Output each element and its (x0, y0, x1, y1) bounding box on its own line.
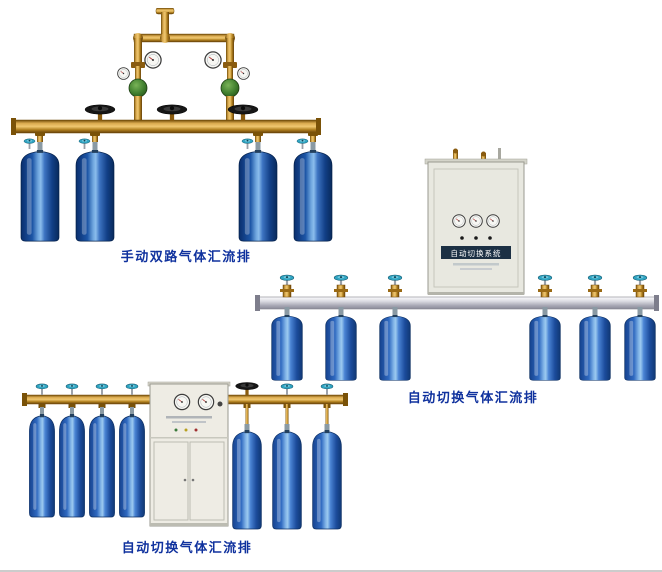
manifold-bar (255, 295, 659, 311)
cylinder-station (75, 132, 115, 242)
caption-auto-switch-manifold-cabinet: 自动切换气体汇流排 (407, 390, 539, 405)
gas-cylinder (28, 414, 56, 518)
cabinet-name-plate (441, 246, 511, 259)
cylinder-valve-handwheel (280, 383, 294, 395)
cylinder-station (272, 383, 302, 530)
pressure-regulator-left (117, 51, 162, 122)
gas-cylinder (20, 150, 60, 242)
cabinet-label: 自动切换系统 (451, 248, 502, 258)
cylinder-station (28, 383, 56, 518)
cabinet-door (153, 441, 189, 521)
figure-auto-switch-manifold (22, 381, 348, 530)
cabinet-door (189, 441, 225, 521)
pressure-gauge (452, 214, 466, 228)
cylinder-valve-handwheel (78, 138, 91, 149)
cabinet-body (149, 383, 229, 527)
manifold-bar (11, 118, 321, 135)
cylinder-valve-handwheel (35, 383, 49, 395)
cylinder-valve-handwheel (65, 383, 79, 395)
caption-auto-switch-manifold: 自动切换气体汇流排 (121, 540, 253, 555)
cylinder-station (88, 383, 116, 518)
cylinder-station (20, 132, 60, 242)
pressure-gauge (469, 214, 483, 228)
pressure-gauge (173, 393, 191, 411)
gas-cylinder (529, 315, 561, 381)
gas-cylinder (272, 430, 302, 530)
pressure-gauge (486, 214, 500, 228)
gas-cylinder (232, 430, 262, 530)
gas-cylinder (118, 414, 146, 518)
cylinder-station (232, 382, 262, 530)
cylinder-station (325, 274, 357, 381)
pressure-gauge (237, 67, 250, 80)
valve-handwheel (235, 382, 259, 395)
cylinder-valve-handwheel (320, 383, 334, 395)
cabinet-body (427, 161, 525, 295)
gas-cylinder (579, 315, 611, 381)
cylinder-valve-handwheel (95, 383, 109, 395)
cylinder-station (312, 383, 342, 530)
cylinder-valve-handwheel (23, 138, 36, 149)
pressure-gauge (117, 67, 130, 80)
control-cabinet (147, 381, 231, 527)
cylinder-station (624, 274, 656, 381)
gas-cylinder (271, 315, 303, 381)
cylinder-station (579, 274, 611, 381)
pressure-gauge (197, 393, 215, 411)
control-cabinet: 自动切换系统 (424, 148, 528, 295)
caption-manual-dual-manifold: 手动双路气体汇流排 (120, 249, 252, 264)
cylinder-station (118, 383, 146, 518)
cylinder-station (238, 132, 278, 242)
cylinder-valve-handwheel (125, 383, 139, 395)
gas-cylinder (379, 315, 411, 381)
cylinder-station (293, 132, 333, 242)
regulator-body (128, 78, 148, 98)
pressure-gauge (204, 51, 222, 69)
gas-cylinder (624, 315, 656, 381)
cylinder-valve-handwheel (241, 138, 254, 149)
cylinder-station (529, 274, 561, 381)
gas-cylinder (312, 430, 342, 530)
cylinder-station (58, 383, 86, 518)
valve-handwheel (84, 104, 116, 121)
figure-manual-dual-manifold (11, 8, 333, 242)
gas-cylinder (88, 414, 116, 518)
gas-cylinder (75, 150, 115, 242)
cylinder-station (271, 274, 303, 381)
valve-handwheel (156, 104, 188, 121)
figure-auto-switch-manifold-cabinet: 自动切换系统 (255, 148, 659, 381)
cylinder-station (379, 274, 411, 381)
top-manifold-piping (131, 8, 237, 68)
gas-cylinder (325, 315, 357, 381)
page-bottom-border (0, 570, 662, 572)
regulator-body (220, 78, 240, 98)
pressure-gauge (144, 51, 162, 69)
gas-cylinder (58, 414, 86, 518)
